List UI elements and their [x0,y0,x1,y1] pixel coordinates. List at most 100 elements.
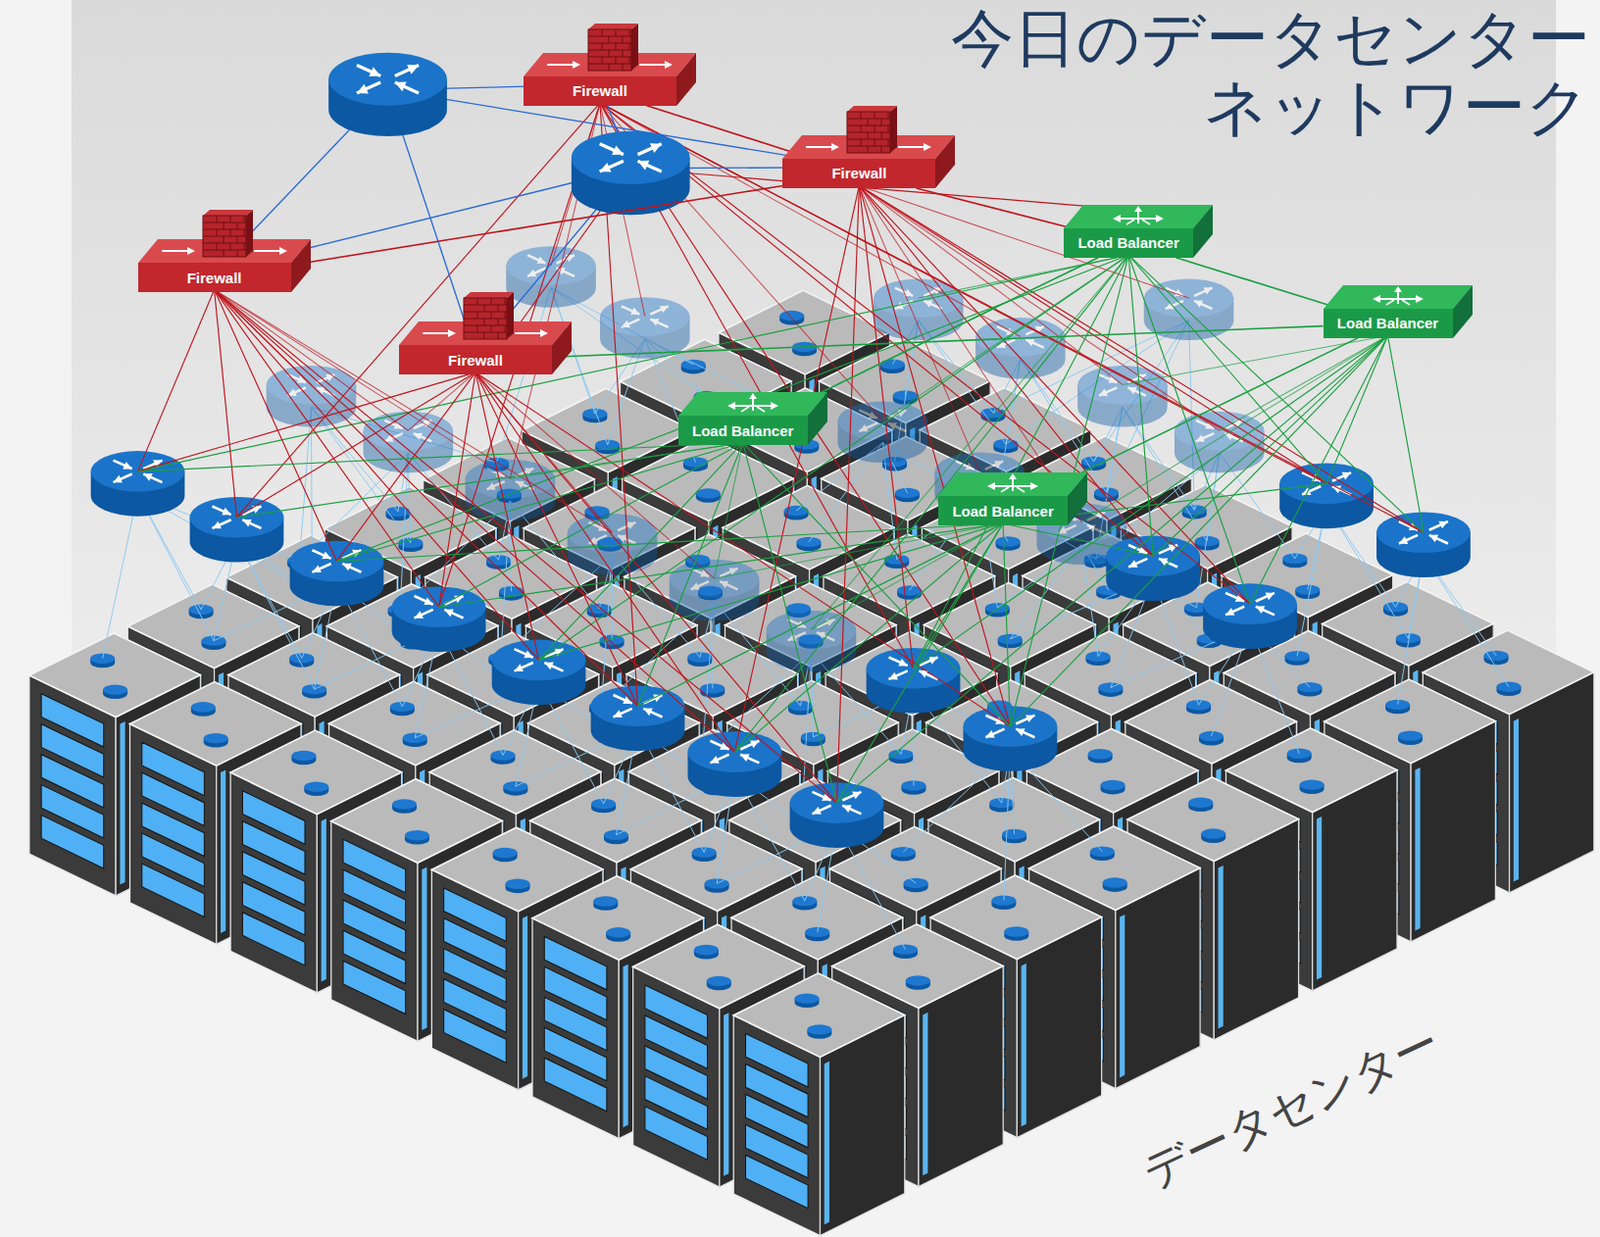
illustration-part [395,82,407,93]
illustration-part [631,23,639,71]
illustration-part [544,1057,607,1111]
illustration-part [600,162,612,173]
illustration-part [463,292,514,299]
rack-router [806,1024,832,1040]
illustration-part [858,185,980,471]
illustration-part [858,185,1082,522]
illustration-part [621,305,640,314]
illustration-part [851,791,861,800]
illustration-part [498,332,500,340]
firewall-label: Firewall [572,82,628,100]
illustration-part [1194,300,1212,309]
illustration-part [211,519,231,529]
illustration-part [1015,728,1025,737]
illustration-part [588,29,632,71]
illustration-part [613,709,623,718]
router-symbol [571,131,691,215]
illustration-part [811,805,831,815]
load-balancer-label: Load Balancer [692,422,794,440]
illustration-part [681,359,706,370]
illustration-part [414,596,434,605]
illustration-part [191,701,216,712]
illustration-part [858,185,1424,533]
illustration-part [504,311,506,319]
illustration-part [211,521,221,530]
rack-router [1090,847,1115,862]
illustration-part [463,325,507,327]
illustration-part [1194,288,1212,297]
rack-router [1297,682,1322,698]
illustration-part [923,300,942,309]
illustration-part [539,254,1130,660]
illustration-part [688,731,783,773]
illustration-part [214,290,338,562]
illustration-part [588,49,632,50]
illustration-part [498,304,500,312]
page-title: 今日のデータセンター ネットワーク [943,3,1591,143]
illustration-part [565,254,575,262]
illustration-part [229,215,231,223]
illustration-part [143,473,162,483]
load-balancer-box: Load Balancer [938,496,1068,526]
illustration-part [1002,523,1153,556]
illustration-part [1128,558,1148,568]
illustration-part [836,185,859,803]
rack-router [200,635,226,650]
illustration-part [1300,779,1325,790]
firewall-label: Firewall [187,269,243,287]
illustration-part [600,102,1424,533]
illustration-part [1137,209,1140,224]
illustration-part [987,482,996,491]
rack-router [392,799,417,814]
illustration-part [1100,780,1126,791]
illustration-part [527,269,537,277]
illustration-part [788,633,798,641]
illustration-part [448,329,456,338]
illustration-part [1025,339,1035,347]
rack-router [905,975,931,991]
illustration-part [842,805,861,815]
illustration-part [413,433,423,441]
illustration-part [1429,534,1439,543]
illustration-part [1194,300,1203,307]
network-link [1175,257,1341,309]
illustration-part [1155,214,1164,223]
illustration-part [600,554,612,706]
rack-router [291,750,316,766]
router-symbol [873,279,964,341]
illustration-part [617,535,627,543]
illustration-part [1200,828,1226,839]
rack-router [191,701,216,717]
illustration-part [811,806,821,815]
illustration-part [615,56,617,64]
illustration-part [527,268,546,277]
illustration-part [336,254,1129,561]
illustration-part [214,290,238,518]
illustration-part [1452,285,1473,339]
illustration-part [709,754,729,764]
illustration-part [1188,798,1213,808]
firewall-box: Firewall [399,345,552,375]
network-link [916,188,1072,229]
illustration-part [858,185,1250,604]
illustration-part [1127,387,1137,395]
illustration-part [696,488,721,499]
illustration-part [874,125,876,133]
illustration-part [243,229,245,237]
rack-router [903,878,929,894]
illustration-part [406,64,419,75]
illustration-part [874,111,876,119]
illustration-part [477,311,479,319]
illustration-part [514,663,524,672]
illustration-part [630,307,640,315]
illustration-part [113,475,123,484]
illustration-part [1128,254,1327,484]
illustration-part [622,63,624,71]
illustration-part [1376,511,1471,553]
illustration-part [890,105,898,153]
illustration-part [1414,767,1420,932]
illustration-part [368,66,381,77]
illustration-part [691,581,709,590]
illustration-part [612,708,632,718]
illustration-part [484,332,486,340]
